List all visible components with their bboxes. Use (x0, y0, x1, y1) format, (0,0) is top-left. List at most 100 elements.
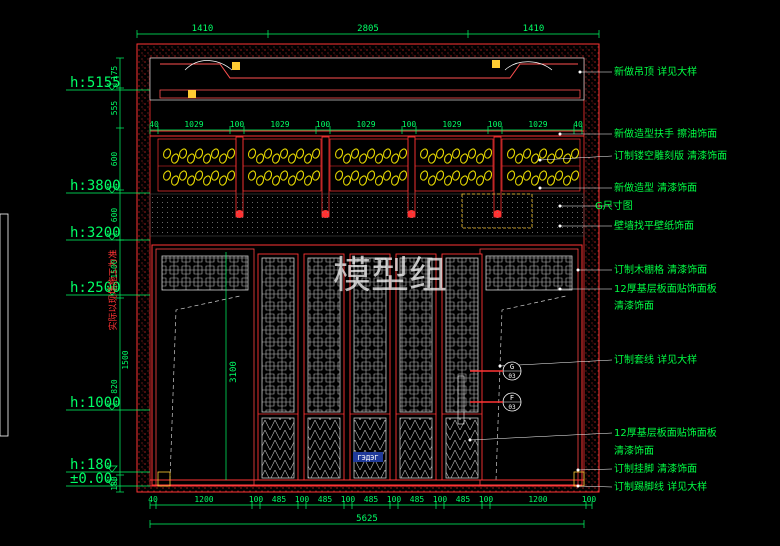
carving-motif (264, 170, 273, 181)
carved-panel (329, 138, 409, 192)
panel-dim-label: 100 (230, 120, 245, 129)
carving-motif (444, 175, 453, 186)
panel-dim-label: 40 (573, 120, 583, 129)
carving-motif (187, 153, 196, 164)
carving-motif (195, 148, 204, 159)
callout-leader (577, 485, 613, 488)
left-dim-label: 820 (110, 379, 119, 394)
callout-dot (558, 132, 562, 136)
panel-dim-label: 100 (488, 120, 503, 129)
door-lower-panel (353, 417, 387, 479)
watermark: 模型组 (333, 253, 447, 297)
carving-motif (420, 170, 429, 181)
callout-text: 清漆饰面 (614, 299, 654, 312)
bottom-dim-label: 1200 (194, 495, 213, 504)
carving-motif (335, 170, 344, 181)
carving-motif (531, 153, 540, 164)
lower-zone (151, 244, 583, 486)
callout-dot (558, 224, 562, 228)
carving-motif (460, 175, 469, 186)
carving-motif (288, 175, 297, 186)
callout-dot (558, 204, 562, 208)
carving-motif (428, 153, 437, 164)
carving-motif (436, 170, 445, 181)
left-dim-label: 600 (110, 152, 119, 167)
top-dim-label: 1410 (523, 24, 545, 34)
level-label: h:1000 (70, 395, 121, 411)
carving-motif (219, 153, 228, 164)
carving-motif (484, 170, 493, 181)
callout-dot (538, 158, 542, 162)
bottom-dim-label: 485 (364, 495, 379, 504)
carving-motif (179, 148, 188, 159)
carving-motif (375, 175, 384, 186)
carving-motif (420, 148, 429, 159)
callout-dot (468, 438, 472, 442)
carved-panel (414, 138, 494, 192)
bottom-dim-label: 100 (582, 495, 597, 504)
carving-motif (248, 170, 257, 181)
carving-motif (523, 148, 532, 159)
door-lower-panel (261, 417, 295, 479)
cabinet-height-label: 1500 (121, 350, 130, 369)
level-label: h:2500 (70, 280, 121, 296)
carving-motif (391, 153, 400, 164)
carving-motif (272, 153, 281, 164)
bottom-dim-label: 1200 (528, 495, 547, 504)
callout-text: G尺寸图 (595, 199, 633, 212)
carving-motif (264, 148, 273, 159)
carving-motif (507, 170, 516, 181)
door-lattice (399, 257, 433, 413)
carving-motif (256, 153, 265, 164)
carving-motif (547, 153, 556, 164)
carving-motif (343, 153, 352, 164)
carving-motif (383, 170, 392, 181)
carved-panel (501, 138, 581, 192)
carving-motif (359, 153, 368, 164)
small-tag-bg (353, 452, 383, 462)
left-dim-label: 600 (110, 208, 119, 223)
section-cut-marker (457, 375, 465, 425)
carving-motif (383, 148, 392, 159)
door-lattice (445, 257, 479, 413)
carving-motif (460, 153, 469, 164)
carving-motif (555, 170, 564, 181)
ceiling-beam (149, 57, 585, 101)
carving-motif (351, 170, 360, 181)
door-lower-panel (307, 417, 341, 479)
top-dim-label: 1410 (192, 24, 214, 34)
door-lattice (353, 257, 387, 413)
left-dim-label: 175 (110, 66, 119, 81)
carving-motif (367, 148, 376, 159)
level-label: h:3800 (70, 178, 121, 194)
carving-motif (280, 170, 289, 181)
carving-motif (304, 175, 313, 186)
callout-dot (576, 468, 580, 472)
bottom-dim-label: 485 (318, 495, 333, 504)
carving-motif (195, 170, 204, 181)
callout-dot (576, 268, 580, 272)
callout-leader (469, 432, 613, 441)
level-label: ±0.00 (70, 471, 112, 487)
panel-dim-label: 1029 (270, 120, 289, 129)
panel-dim-label: 1029 (442, 120, 461, 129)
carving-motif (523, 170, 532, 181)
carving-motif (399, 148, 408, 159)
carving-motif (571, 148, 580, 159)
door-height-label: 3100 (229, 361, 239, 383)
section-letter: G (510, 363, 514, 371)
panel-dim-label: 1029 (184, 120, 203, 129)
callout-text: 订制踢脚线 详见大样 (614, 480, 707, 493)
carving-motif (312, 148, 321, 159)
adjacent-frame (0, 213, 9, 437)
carving-motif (219, 175, 228, 186)
carving-motif (203, 153, 212, 164)
callout-text: 壁墙找平壁纸饰面 (614, 219, 694, 232)
callout-text: 新做造型扶手 擦油饰面 (614, 127, 717, 140)
carving-motif (571, 170, 580, 181)
bottom-dim-label: 100 (295, 495, 310, 504)
callout-text: 订制挂脚 清漆饰面 (614, 462, 697, 475)
callout-text: 新做吊顶 详见大样 (614, 65, 697, 78)
level-label: h:5155 (70, 75, 121, 91)
